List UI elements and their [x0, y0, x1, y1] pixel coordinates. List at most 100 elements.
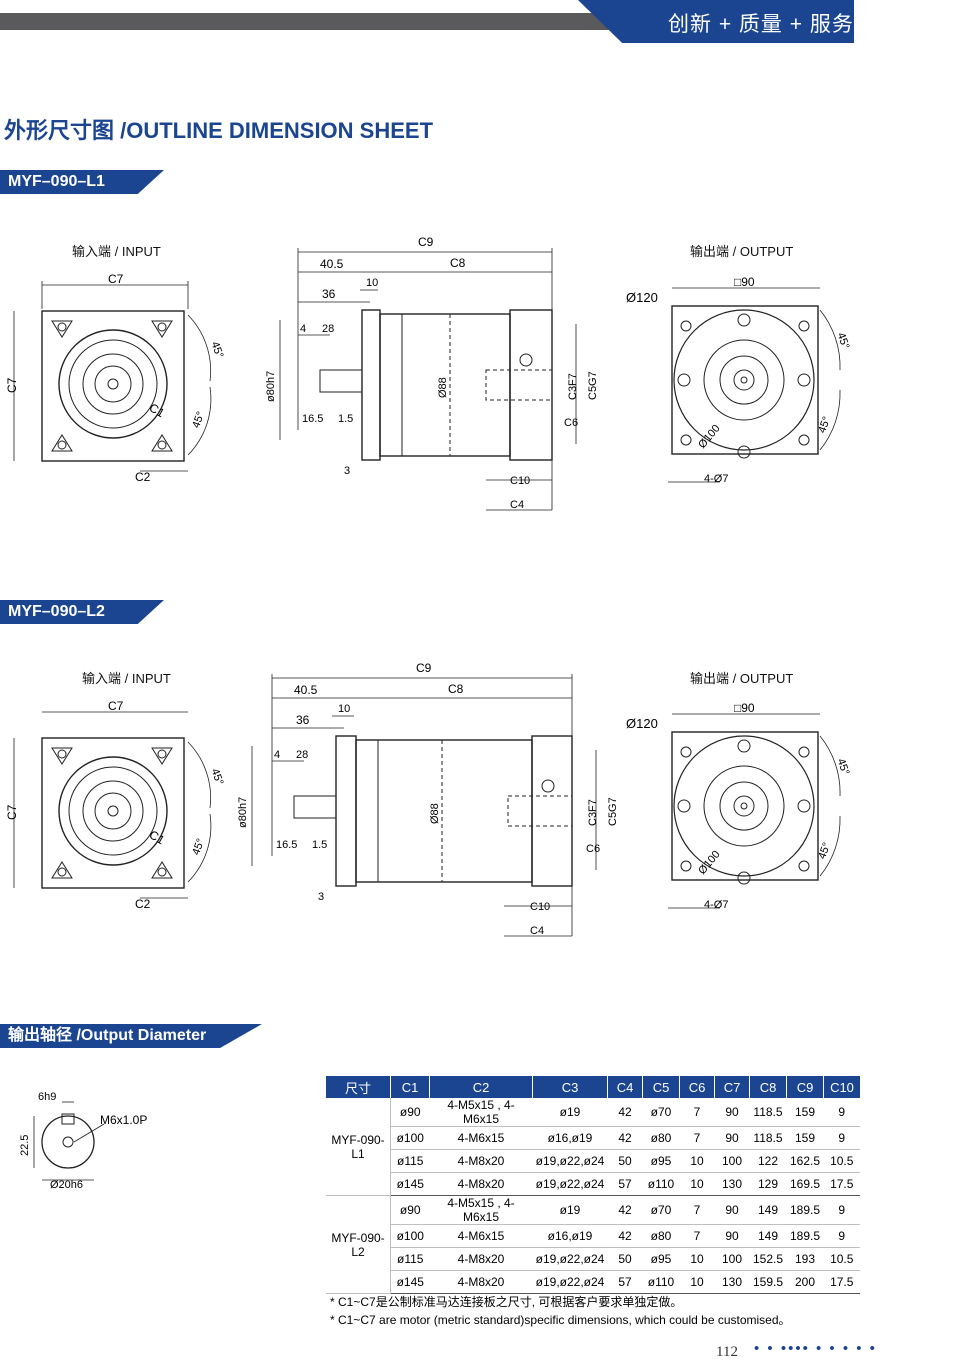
- table-cell: ø16,ø19: [532, 1126, 608, 1150]
- table-cell: 42: [607, 1224, 643, 1248]
- header-cell: C4: [607, 1076, 643, 1098]
- model-cell: MYF-090-L1: [326, 1098, 391, 1196]
- model-cell: MYF-090-L2: [326, 1195, 391, 1294]
- angle-label-bottom: 45°: [190, 837, 207, 857]
- table-cell: 7: [679, 1224, 715, 1248]
- c8-label: C8: [450, 256, 466, 270]
- table-cell: 50: [607, 1149, 643, 1173]
- output-view-label: 输出端 / OUTPUT: [690, 244, 794, 259]
- section-tab-l1: MYF–090–L1: [0, 170, 164, 194]
- table-cell: 10.5: [823, 1247, 860, 1271]
- c7-top-label: C7: [108, 699, 124, 713]
- spec-table: 尺寸 C1 C2 C3 C4 C5 C6 C7 C8 C9 C10 MYF-09…: [326, 1076, 860, 1294]
- c7-side-label: C7: [5, 377, 19, 393]
- angle-top: 45°: [834, 757, 851, 777]
- table-cell: ø90: [390, 1098, 430, 1127]
- table-cell: 10: [679, 1149, 715, 1173]
- c6-label: C6: [564, 417, 578, 429]
- table-cell: 90: [714, 1195, 750, 1225]
- table-cell: ø110: [642, 1270, 680, 1294]
- output-view-drawing: □90 Ø120 Ø100 4-Ø7 45° 45°: [626, 275, 851, 485]
- table-cell: 57: [607, 1270, 643, 1294]
- table-cell: ø70: [642, 1195, 680, 1225]
- header-bar: [0, 13, 640, 30]
- d120-label: Ø120: [626, 290, 658, 305]
- table-cell: 152.5: [749, 1247, 787, 1271]
- table-cell: ø145: [390, 1172, 430, 1196]
- height-label: 22.5: [19, 1135, 31, 1156]
- footer-dots: • • •••• • • • • •: [754, 1340, 877, 1357]
- c6-label: C6: [586, 843, 600, 855]
- table-cell: 17.5: [823, 1172, 860, 1196]
- header-cell: C1: [390, 1076, 430, 1098]
- table-cell: ø100: [390, 1126, 430, 1150]
- square-90-label: □90: [734, 701, 755, 715]
- header-badge: [578, 0, 854, 43]
- table-cell: 4-M6x15: [429, 1224, 533, 1248]
- table-cell: 118.5: [749, 1126, 787, 1150]
- input-view-drawing-l2: C7 C7 C1 C2 45° 45°: [5, 699, 225, 911]
- dim-40-5: 40.5: [320, 257, 344, 271]
- dim-80: ø80h7: [265, 371, 277, 402]
- table-cell: 42: [607, 1098, 643, 1127]
- table-cell: 159: [786, 1098, 824, 1127]
- dim-10: 10: [366, 277, 378, 289]
- header-cell: 尺寸: [326, 1076, 391, 1098]
- table-cell: 4-M8x20: [429, 1247, 533, 1271]
- header-cell: C9: [786, 1076, 824, 1098]
- table-cell: ø19: [532, 1195, 608, 1225]
- note-chinese: * C1~C7是公制标准马达连接板之尺寸, 可根据客户要求单独定做。: [330, 1295, 683, 1309]
- header-cell: C2: [429, 1076, 533, 1098]
- table-cell: 200: [786, 1270, 824, 1294]
- table-cell: 7: [679, 1098, 715, 1127]
- table-cell: ø115: [390, 1247, 430, 1271]
- table-cell: 169.5: [786, 1172, 824, 1196]
- c4-label: C4: [530, 925, 544, 937]
- d120-label: Ø120: [626, 716, 658, 731]
- table-cell: 162.5: [786, 1149, 824, 1173]
- angle-label-top: 45°: [208, 767, 225, 787]
- table-cell: 10: [679, 1270, 715, 1294]
- c2-label: C2: [135, 897, 151, 911]
- table-cell: 130: [714, 1172, 750, 1196]
- table-cell: ø95: [642, 1149, 680, 1173]
- table-cell: ø80: [642, 1126, 680, 1150]
- table-cell: ø19,ø22,ø24: [532, 1149, 608, 1173]
- output-view-drawing-l2: □90 Ø120 Ø100 4-Ø7 45° 45°: [626, 701, 851, 911]
- holes-label: 4-Ø7: [704, 899, 728, 911]
- header-cell: C7: [714, 1076, 750, 1098]
- c3-label: C3F7: [567, 373, 579, 400]
- dim-10: 10: [338, 703, 350, 715]
- table-cell: 42: [607, 1126, 643, 1150]
- dim-3: 3: [318, 891, 324, 903]
- table-cell: 10: [679, 1247, 715, 1271]
- table-cell: 4-M5x15 , 4-M6x15: [429, 1195, 533, 1225]
- table-cell: 122: [749, 1149, 787, 1173]
- dim-80: ø80h7: [237, 797, 249, 828]
- side-view-drawing-l2: C9 C8 40.5 36 10 4 28 ø80h7 Ø88 16.5 1.5…: [237, 661, 619, 937]
- input-view-label: 输入端 / INPUT: [72, 244, 161, 259]
- table-cell: 118.5: [749, 1098, 787, 1127]
- table-cell: 149: [749, 1224, 787, 1248]
- angle-label-bottom: 45°: [190, 410, 207, 430]
- table-cell: ø95: [642, 1247, 680, 1271]
- d100-label: Ø100: [696, 849, 722, 877]
- table-cell: ø19: [532, 1098, 608, 1127]
- dim-1-5: 1.5: [312, 839, 327, 851]
- c5-label: C5G7: [587, 371, 599, 400]
- table-cell: 159: [786, 1126, 824, 1150]
- header-cell: C10: [823, 1076, 860, 1098]
- table-cell: ø80: [642, 1224, 680, 1248]
- table-cell: ø19,ø22,ø24: [532, 1172, 608, 1196]
- c1-label: C1: [147, 827, 168, 847]
- table-cell: 7: [679, 1126, 715, 1150]
- header-cell: C3: [532, 1076, 608, 1098]
- angle-label-top: 45°: [208, 340, 225, 360]
- table-cell: 17.5: [823, 1270, 860, 1294]
- angle-bottom: 45°: [816, 841, 833, 861]
- dim-28: 28: [322, 323, 334, 335]
